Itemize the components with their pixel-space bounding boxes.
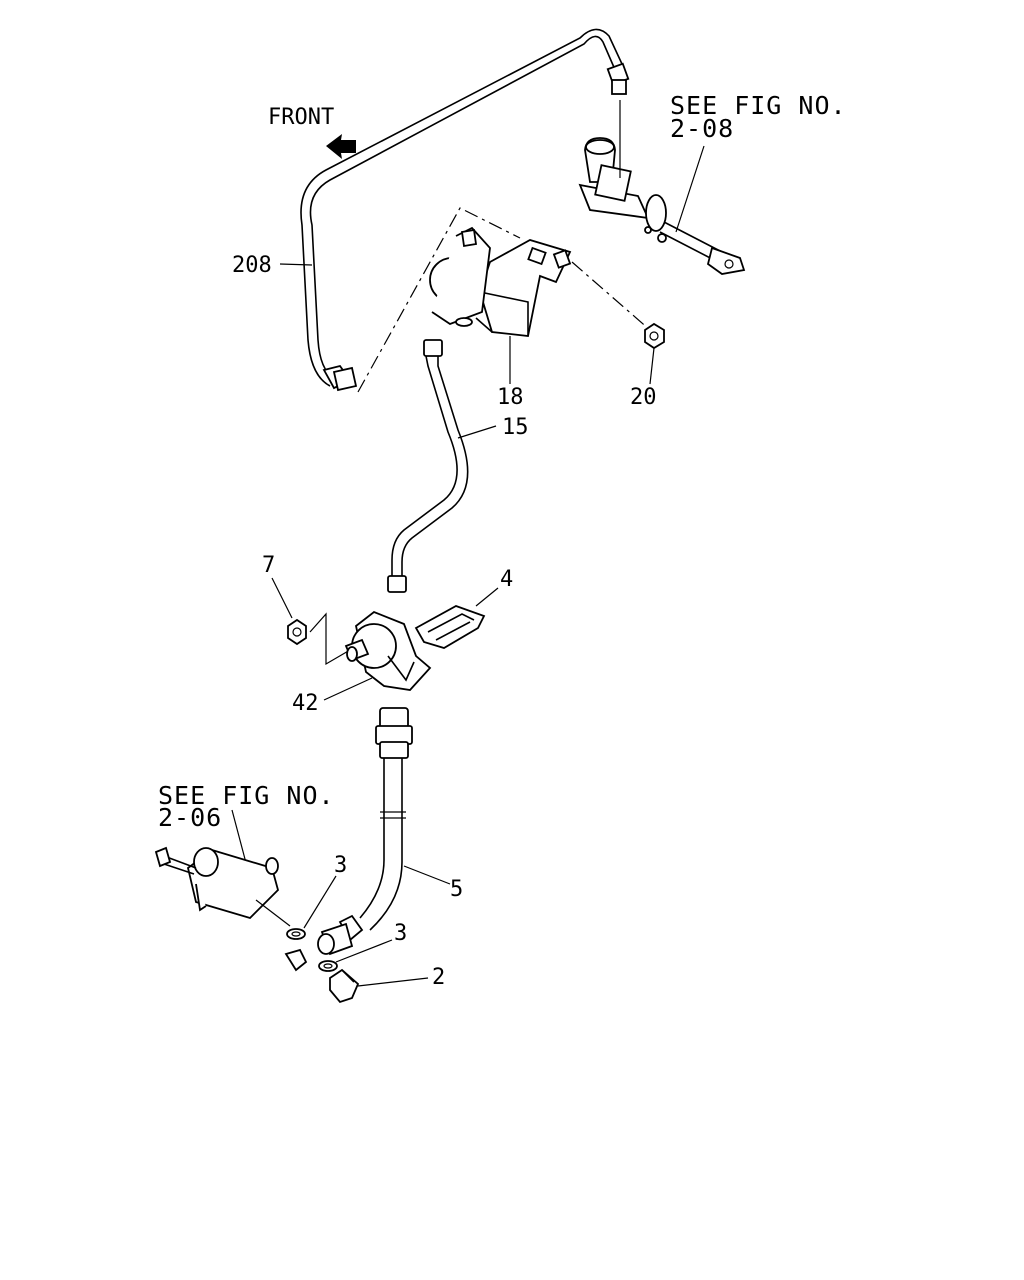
callout-20: 20: [630, 385, 657, 410]
leader-3-lower: [335, 939, 393, 963]
ref-slave-line2: 2-06: [158, 803, 222, 832]
nut-20: [644, 322, 665, 350]
clutch-master-cylinder: [578, 100, 746, 275]
leader-20: [649, 347, 655, 385]
nut-7: [287, 618, 307, 646]
leader-7: [271, 577, 293, 619]
leader-42: [323, 677, 373, 701]
leader-3-upper: [303, 875, 337, 929]
ref-master-line1: SEE FIG NO.: [670, 91, 847, 120]
washer-3-upper: [286, 928, 306, 940]
callout-4: 4: [500, 567, 513, 592]
clutch-pipe-208: [300, 28, 630, 392]
callout-42: 42: [292, 691, 319, 716]
union-bolt-2: [329, 968, 360, 1004]
clip-4: [414, 605, 486, 649]
connector-bracket-42: [344, 610, 432, 691]
ref-slave-line1: SEE FIG NO.: [158, 781, 335, 810]
leader-5: [403, 865, 451, 885]
clutch-hose-5: [284, 707, 413, 972]
callout-3-lower: 3: [394, 921, 407, 946]
clutch-pipe-15: [387, 339, 469, 593]
leader-208: [279, 263, 313, 266]
leader-4: [475, 587, 499, 607]
front-arrow-icon: [326, 134, 356, 159]
leader-15: [457, 425, 497, 439]
washer-3-lower: [318, 960, 338, 972]
callout-5: 5: [450, 877, 463, 902]
callout-208: 208: [232, 253, 272, 278]
callout-15: 15: [502, 415, 529, 440]
ref-master-leader: [675, 145, 705, 233]
clutch-bracket-18: [429, 226, 572, 337]
assembly-dashed-line: [357, 207, 521, 393]
callout-3-upper: 3: [334, 853, 347, 878]
nut-20-dashed-line: [571, 261, 651, 331]
callout-2: 2: [432, 965, 445, 990]
callout-18: 18: [497, 385, 524, 410]
ref-master-line2: 2-08: [670, 114, 734, 143]
clutch-slave-cylinder: [154, 846, 291, 927]
callout-7: 7: [262, 553, 275, 578]
leader-2: [357, 977, 429, 987]
front-label: FRONT: [268, 105, 334, 130]
nut-7-dashed-line: [309, 612, 351, 666]
